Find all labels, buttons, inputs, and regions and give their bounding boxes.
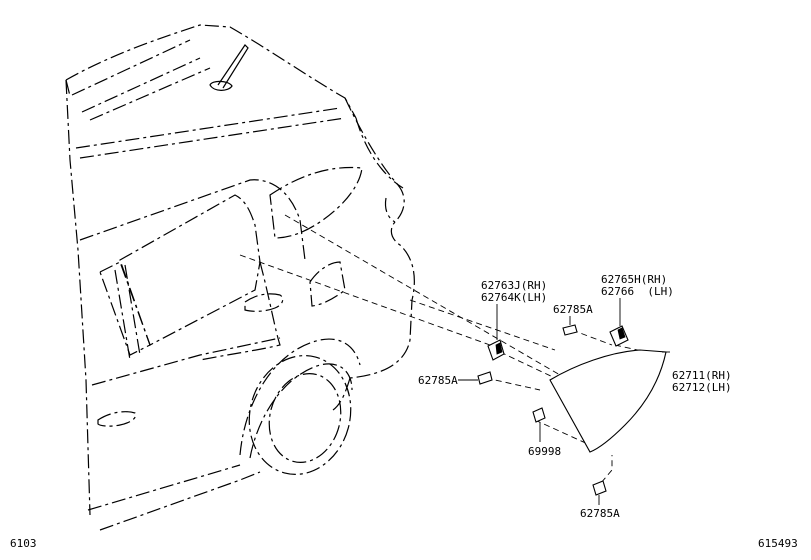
clip-62765: [609, 298, 629, 347]
guide-lines: [239, 214, 661, 491]
quarter-panel-62711: [549, 349, 670, 453]
pin-69998: [532, 407, 546, 442]
clip-62785a-top: [562, 316, 578, 336]
label-62766: 62766 (LH): [601, 285, 674, 298]
part-labels: 62763J(RH) 62764K(LH) 62765H(RH) 62766 (…: [418, 273, 732, 520]
vehicle-body-outline: [65, 24, 415, 531]
clip-62785a-left: [458, 371, 493, 385]
footer-right-code: 615493: [758, 537, 798, 550]
footer-left-code: 6103: [10, 537, 37, 550]
label-62765h: 62765H(RH): [601, 273, 667, 286]
label-62763j: 62763J(RH): [481, 279, 547, 292]
label-69998: 69998: [528, 445, 561, 458]
label-62711: 62711(RH): [672, 369, 732, 382]
label-62785a-left: 62785A: [418, 374, 458, 387]
clip-62763: [487, 304, 505, 361]
label-62785a-top: 62785A: [553, 303, 593, 316]
label-62785a-bottom: 62785A: [580, 507, 620, 520]
label-62712: 62712(LH): [672, 381, 732, 394]
label-62764k: 62764K(LH): [481, 291, 547, 304]
clip-62785a-bottom: [592, 480, 607, 505]
